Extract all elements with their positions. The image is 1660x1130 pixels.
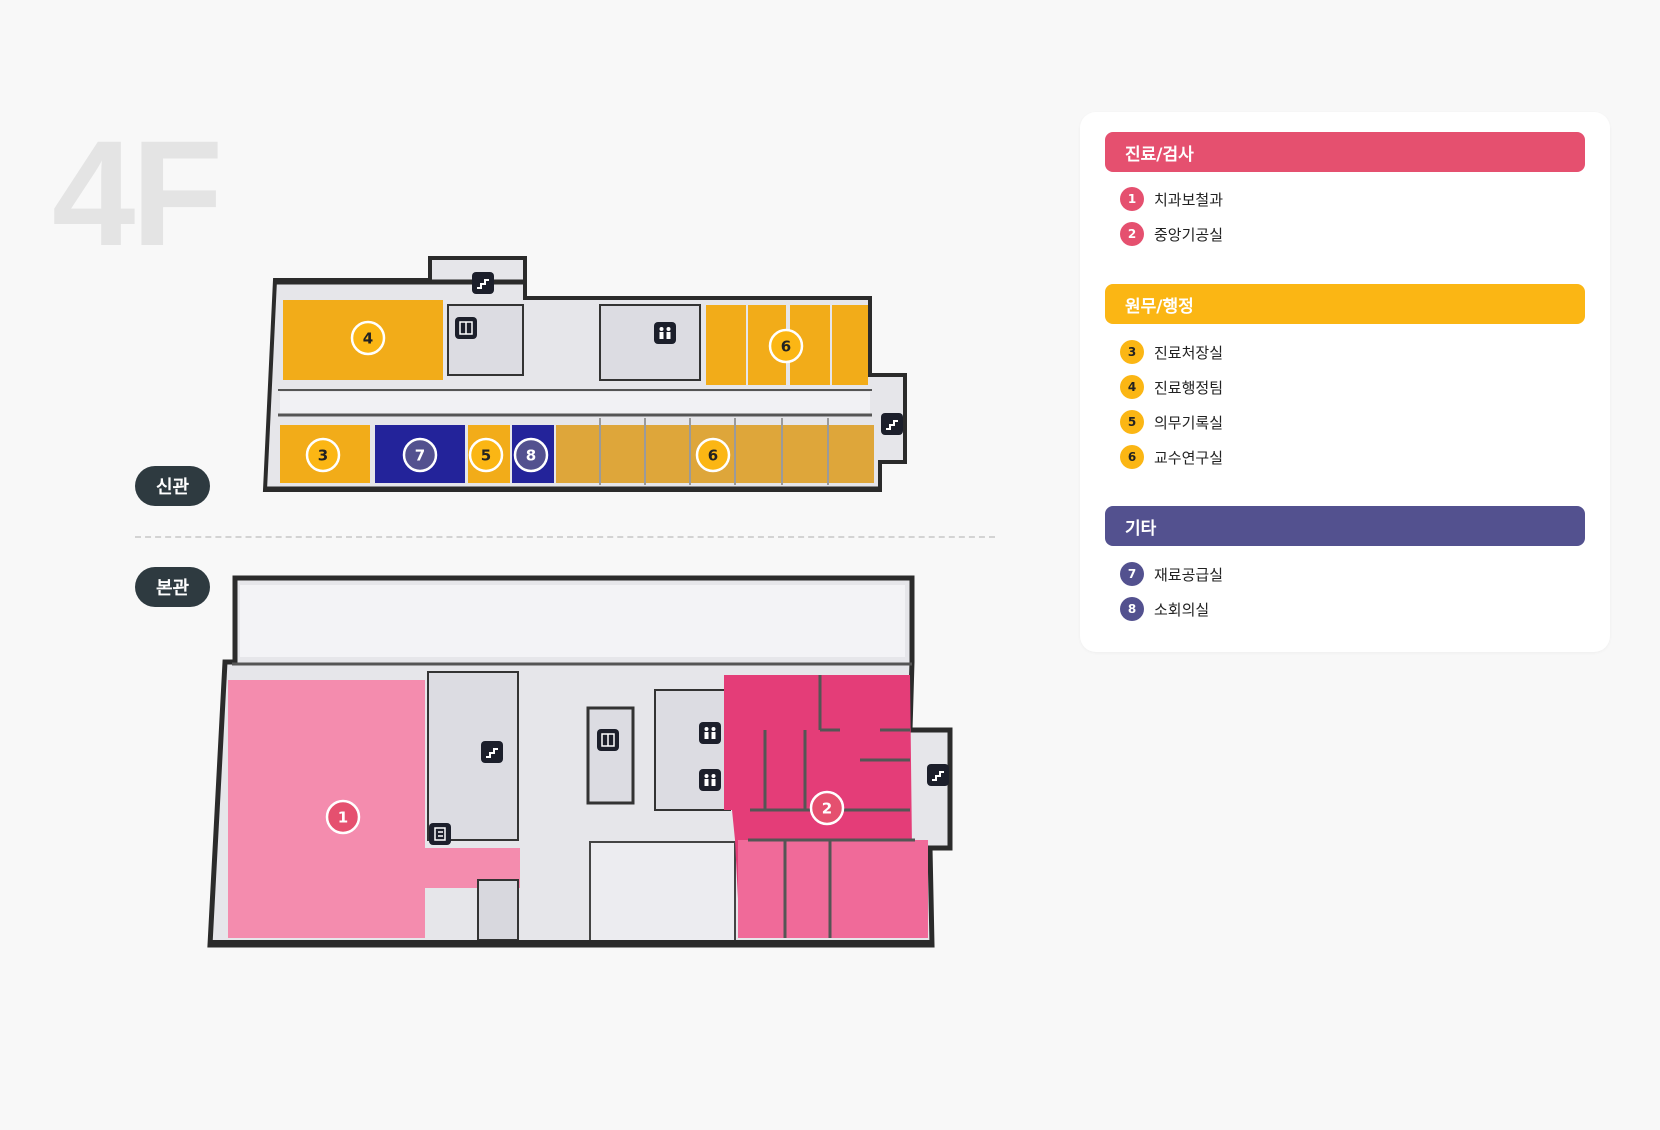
legend-item[interactable]: 8 소회의실 xyxy=(1120,596,1209,622)
legend-item[interactable]: 3 진료처장실 xyxy=(1120,339,1223,365)
room-marker-number: 4 xyxy=(363,330,373,348)
room-marker-number: 2 xyxy=(822,800,832,818)
floor-label: 4F xyxy=(52,109,223,277)
legend-item-label: 소회의실 xyxy=(1154,600,1210,619)
elevator-icon xyxy=(455,317,477,339)
legend-number-badge: 5 xyxy=(1120,410,1144,434)
new-building-plan xyxy=(262,256,907,492)
room-marker[interactable]: 3 xyxy=(305,437,341,473)
stairs-icon xyxy=(927,764,949,786)
legend-item[interactable]: 7 재료공급실 xyxy=(1120,561,1223,587)
legend-number-badge: 3 xyxy=(1120,340,1144,364)
room-marker-number: 8 xyxy=(526,447,536,465)
restroom-icon xyxy=(654,322,676,344)
restroom-icon xyxy=(699,722,721,744)
room-marker[interactable]: 1 xyxy=(325,799,361,835)
legend-item[interactable]: 6 교수연구실 xyxy=(1120,444,1223,470)
legend-item[interactable]: 2 중앙기공실 xyxy=(1120,221,1223,247)
legend-item[interactable]: 4 진료행정팀 xyxy=(1120,374,1223,400)
room-marker-number: 6 xyxy=(708,447,718,465)
legend-item-label: 교수연구실 xyxy=(1154,448,1224,467)
legend-item[interactable]: 5 의무기록실 xyxy=(1120,409,1223,435)
room-marker-number: 7 xyxy=(415,447,425,465)
room-marker-number: 1 xyxy=(338,809,348,827)
legend-number-badge: 1 xyxy=(1120,187,1144,211)
room-marker[interactable]: 8 xyxy=(513,437,549,473)
legend-item-label: 진료처장실 xyxy=(1154,343,1224,362)
room-marker-number: 5 xyxy=(481,447,491,465)
room-marker[interactable]: 6 xyxy=(768,328,804,364)
building-tag-new[interactable]: 신관 xyxy=(135,466,210,506)
building-separator xyxy=(135,536,995,538)
legend-number-badge: 8 xyxy=(1120,597,1144,621)
room-1[interactable] xyxy=(228,680,425,938)
room-marker[interactable]: 7 xyxy=(402,437,438,473)
room-marker[interactable]: 2 xyxy=(809,790,845,826)
legend-number-badge: 4 xyxy=(1120,375,1144,399)
room-markers: 4 6 3 7 5 8 6 1 2 xyxy=(305,320,845,835)
legend-number-badge: 2 xyxy=(1120,222,1144,246)
restroom-icon xyxy=(699,769,721,791)
legend-item-label: 중앙기공실 xyxy=(1154,225,1224,244)
elevator-icon xyxy=(597,729,619,751)
legend-category-admin[interactable]: 원무/행정 xyxy=(1105,284,1585,324)
legend-category-etc[interactable]: 기타 xyxy=(1105,506,1585,546)
room-6a[interactable] xyxy=(706,305,746,385)
map-icons xyxy=(429,272,949,845)
legend-number-badge: 6 xyxy=(1120,445,1144,469)
legend-item-label: 진료행정팀 xyxy=(1154,378,1224,397)
building-tag-main[interactable]: 본관 xyxy=(135,567,210,607)
floor-map: 4 6 3 7 5 8 6 1 2 xyxy=(207,256,953,948)
room-marker-number: 3 xyxy=(318,447,328,465)
stairs-icon xyxy=(881,413,903,435)
stairs-icon xyxy=(472,272,494,294)
stairs-icon xyxy=(481,741,503,763)
legend-number-badge: 7 xyxy=(1120,562,1144,586)
room-marker[interactable]: 4 xyxy=(350,320,386,356)
legend-item-label: 치과보철과 xyxy=(1154,190,1224,209)
legend-category-clinic[interactable]: 진료/검사 xyxy=(1105,132,1585,172)
legend-item-label: 재료공급실 xyxy=(1154,565,1224,584)
main-building-plan xyxy=(207,575,953,948)
room-marker-number: 6 xyxy=(781,338,791,356)
info-icon xyxy=(429,823,451,845)
legend-item[interactable]: 1 치과보철과 xyxy=(1120,186,1223,212)
room-marker[interactable]: 5 xyxy=(468,437,504,473)
legend-panel: 진료/검사 1 치과보철과 2 중앙기공실 원무/행정 3 진료처장실 4 진료… xyxy=(1080,112,1610,652)
room-marker[interactable]: 6 xyxy=(695,437,731,473)
legend-item-label: 의무기록실 xyxy=(1154,413,1224,432)
